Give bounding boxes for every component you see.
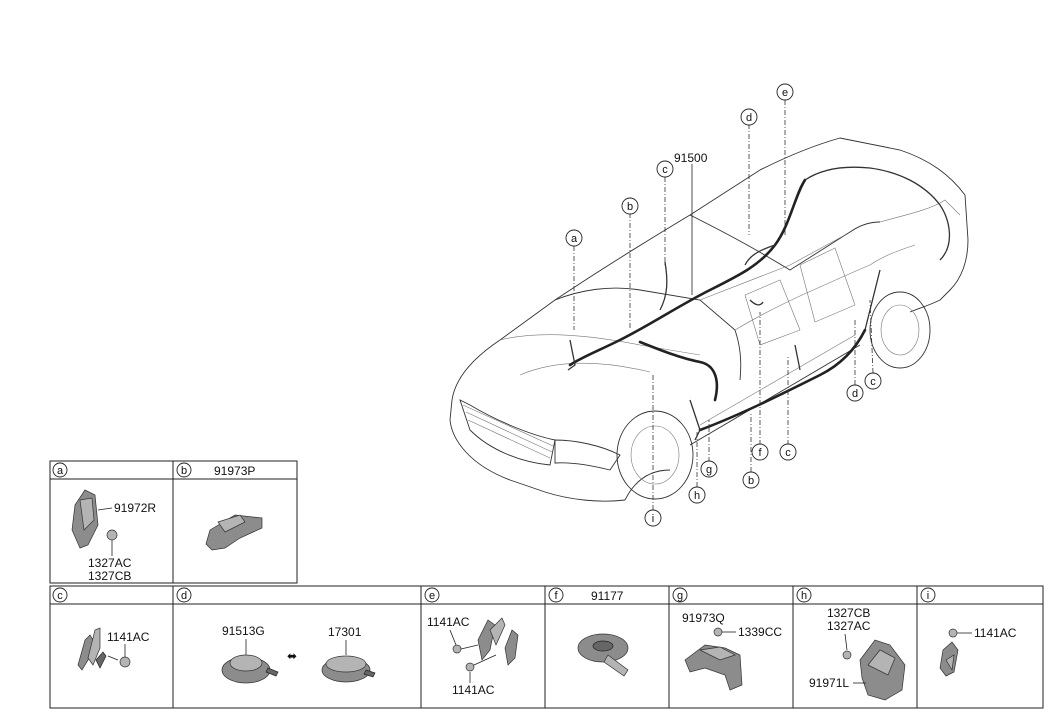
main-harness-label: 91500 [674,151,708,165]
svg-text:g: g [677,590,683,602]
svg-text:b: b [748,475,754,487]
callout-f: f [751,443,769,461]
svg-text:a: a [571,233,578,245]
svg-text:c: c [57,590,63,602]
callout-i: i [644,509,662,527]
callout-b-low: b [742,471,760,489]
part-label-91971L: 91971L [809,676,849,690]
svg-text:a: a [57,465,64,477]
svg-text:b: b [181,465,187,477]
panel-d: d 91513G ⬌ 17301 [176,587,376,684]
callout-c-top: c [656,160,674,178]
callout-a: a [565,229,583,247]
wiring-harness [567,166,951,441]
panel-i: i 1141AC [920,587,1017,677]
svg-text:i: i [652,513,654,525]
svg-text:i: i [927,590,929,602]
callout-leaders [573,100,874,510]
panel-f: f 91177 [548,587,629,677]
panel-a: a 91972R 1327AC 1327CB [49,460,174,584]
svg-text:c: c [870,376,876,388]
callout-d-top: d [740,108,758,126]
svg-text:f: f [554,590,558,602]
panel-b: b 91973P [172,460,298,584]
svg-text:g: g [706,464,712,476]
part-label-17301: 17301 [328,625,362,639]
part-label-1327CB: 1327CB [827,606,870,620]
svg-text:d: d [852,388,858,400]
panel-c: c 1141AC [52,587,150,671]
part-label-1327AC: 1327AC [88,556,132,570]
part-label-1327CB: 1327CB [88,569,131,583]
svg-text:h: h [801,590,807,602]
panel-b-title: 91973P [214,464,255,478]
callout-c-rear: c [864,372,882,390]
part-label-1141AC-i: 1141AC [974,626,1017,640]
svg-text:c: c [785,447,791,459]
svg-text:c: c [662,164,668,176]
bottom-panel-row [49,585,1044,709]
svg-text:f: f [758,447,762,459]
part-label-91973Q: 91973Q [682,611,725,625]
callout-g: g [700,460,718,478]
callout-e: e [776,83,794,101]
car-callouts: a b c d e i h g b f c d c [565,83,882,527]
svg-text:h: h [694,490,700,502]
callout-b: b [621,197,639,215]
part-label-1339CC: 1339CC [738,625,782,639]
svg-text:b: b [627,201,633,213]
callout-d-low: d [846,384,864,402]
panel-g: g 91973Q 1339CC [672,587,782,691]
part-label-1327AC: 1327AC [827,619,871,633]
part-label-1141AC-e1: 1141AC [427,615,470,629]
panel-h: h 1327CB 1327AC 91971L [796,587,906,701]
part-label-1141AC-c: 1141AC [107,630,150,644]
svg-text:d: d [746,112,752,124]
panel-f-title: 91177 [591,589,624,603]
svg-text:e: e [429,590,435,602]
part-label-91972R: 91972R [114,501,156,515]
car-illustration [449,137,969,502]
callout-h: h [688,486,706,504]
part-label-91513G: 91513G [222,624,265,638]
callout-c-low: c [779,443,797,461]
svg-text:e: e [782,87,788,99]
svg-text:d: d [181,590,187,602]
panel-e: e 1141AC 1141AC [424,587,519,697]
double-arrow-icon: ⬌ [287,649,297,663]
part-label-1141AC-e2: 1141AC [452,683,495,697]
